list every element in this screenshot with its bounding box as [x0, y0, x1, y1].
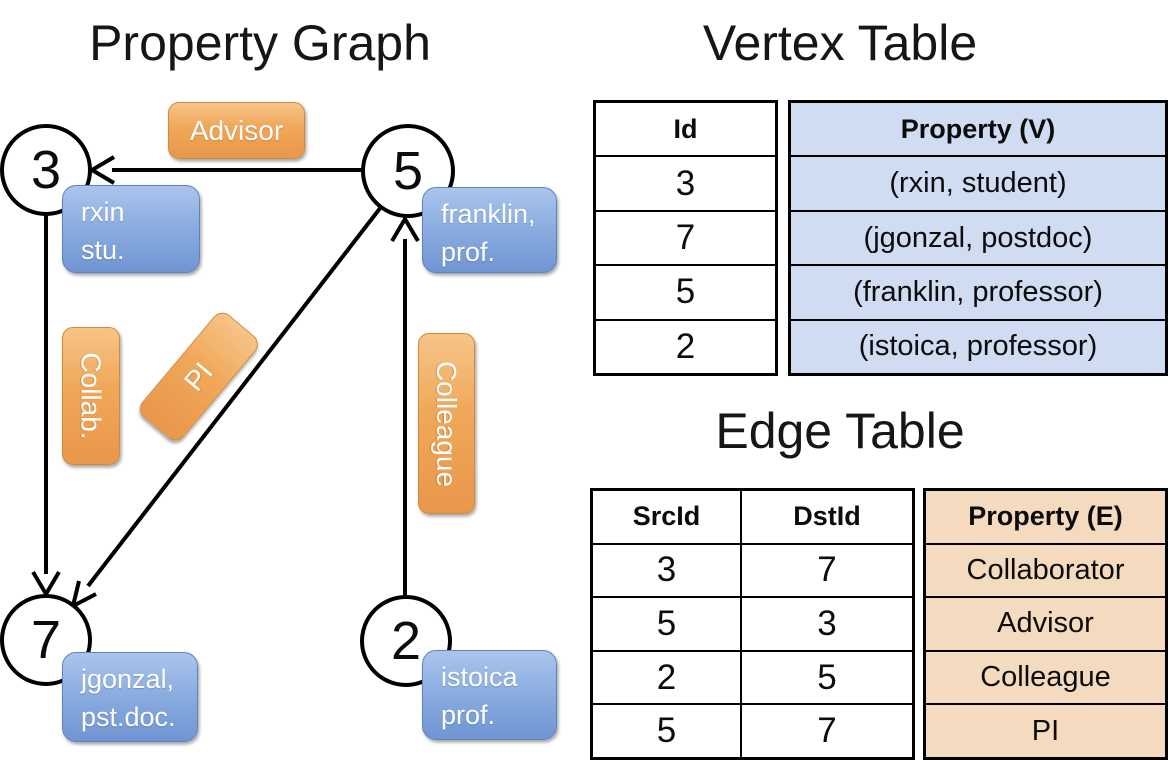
edge-table-property-header: Property (E) — [968, 501, 1123, 532]
node-5-property-box: franklin, prof. — [422, 187, 557, 273]
vertex-property-cell: (istoica, professor) — [858, 330, 1098, 363]
table-row: PI — [926, 705, 1165, 757]
edge-label-advisor-text: Advisor — [189, 114, 284, 146]
table-row: (franklin, professor) — [791, 266, 1165, 321]
edge-dst-cell: 3 — [817, 603, 837, 643]
property-graph-title: Property Graph — [89, 15, 431, 71]
node-5-property-line1: franklin, — [441, 199, 536, 229]
edge-src-cell: 5 — [593, 598, 742, 650]
vertex-table-title: Vertex Table — [702, 15, 978, 71]
table-row: 3 7 — [593, 544, 912, 599]
node-3-property-line2: stu. — [81, 235, 125, 266]
edge-src-cell: 2 — [593, 651, 742, 704]
edge-src-cell: 3 — [593, 544, 742, 597]
vertex-table-id-header: Id — [673, 113, 698, 144]
table-row: (istoica, professor) — [791, 320, 1165, 374]
vertex-table-property-header: Property (V) — [900, 113, 1056, 144]
node-5-property-line2: prof. — [441, 237, 496, 268]
table-row: Collaborator — [926, 544, 1165, 599]
edge-property-cell: Colleague — [980, 661, 1111, 694]
node-2-id: 2 — [390, 611, 422, 671]
node-7-property-line1: jgonzal, — [81, 664, 175, 694]
table-row: Advisor — [926, 598, 1165, 652]
edge-3-7-arrowhead — [31, 570, 61, 598]
vertex-id-cell: 3 — [675, 163, 696, 203]
edge-label-pi-text: PI — [178, 356, 219, 397]
edge-property-cell: Collaborator — [966, 553, 1125, 586]
edge-src-cell: 5 — [593, 705, 742, 757]
edge-5-3-arrowhead — [88, 155, 116, 185]
edge-table-dst-header: DstId — [793, 501, 861, 532]
edge-table-src-header: SrcId — [593, 491, 742, 543]
node-2-property-line1: istoica — [441, 662, 518, 692]
edge-dst-cell: 7 — [817, 550, 837, 590]
vertex-property-cell: (rxin, student) — [889, 167, 1067, 200]
table-row: 5 — [596, 266, 775, 321]
table-row: Colleague — [926, 651, 1165, 706]
edge-label-colleague: Colleague — [418, 333, 475, 514]
vertex-table-header-row: Property (V) — [791, 103, 1165, 158]
table-row: 2 — [596, 321, 775, 373]
vertex-property-cell: (franklin, professor) — [853, 275, 1103, 308]
vertex-property-cell: (jgonzal, postdoc) — [863, 221, 1093, 254]
edge-table-header-row: SrcId DstId — [593, 491, 912, 545]
table-row: (jgonzal, postdoc) — [791, 211, 1165, 267]
edge-label-collab-text: Collab. — [76, 352, 108, 440]
edge-dst-cell: 7 — [817, 711, 837, 751]
edge-label-colleague-text: Colleague — [431, 360, 463, 487]
edge-table-id-columns: SrcId DstId 3 7 5 3 2 5 5 7 — [590, 488, 915, 760]
edge-dst-cell: 5 — [817, 657, 837, 697]
vertex-id-cell: 7 — [675, 218, 696, 258]
edge-label-collab: Collab. — [62, 327, 120, 465]
node-7-id: 7 — [30, 610, 62, 670]
edge-property-cell: Advisor — [997, 607, 1094, 640]
node-2-property-line2: prof. — [441, 700, 496, 731]
edge-table-property-column: Property (E) Collaborator Advisor Collea… — [923, 488, 1168, 760]
node-3-property-line1: rxin — [81, 197, 125, 227]
node-7-property-line2: pst.doc. — [81, 702, 176, 733]
graph-edges — [31, 155, 420, 610]
vertex-id-cell: 2 — [675, 326, 696, 366]
vertex-table-id-column: Id 3 7 5 2 — [593, 100, 778, 376]
node-3-id: 3 — [30, 140, 62, 200]
table-row: 7 — [596, 212, 775, 267]
edge-table-header-row: Property (E) — [926, 491, 1165, 545]
table-row: 3 — [596, 157, 775, 212]
table-row: 2 5 — [593, 651, 912, 706]
table-row: 5 7 — [593, 705, 912, 757]
table-row: (rxin, student) — [791, 157, 1165, 212]
edge-label-advisor: Advisor — [168, 102, 305, 159]
edge-table-title: Edge Table — [715, 403, 965, 459]
node-3-property-box: rxin stu. — [62, 185, 200, 273]
edge-5-7-line — [86, 205, 383, 588]
edge-2-5-arrowhead — [390, 215, 420, 243]
vertex-id-cell: 5 — [675, 272, 696, 312]
vertex-table-property-column: Property (V) (rxin, student) (jgonzal, p… — [788, 100, 1168, 376]
table-row: 5 3 — [593, 598, 912, 652]
vertex-table-header-row: Id — [596, 103, 775, 158]
edge-property-cell: PI — [1031, 714, 1060, 747]
node-5-id: 5 — [392, 141, 424, 201]
node-2-property-box: istoica prof. — [422, 650, 557, 740]
node-7-property-box: jgonzal, pst.doc. — [62, 652, 198, 742]
